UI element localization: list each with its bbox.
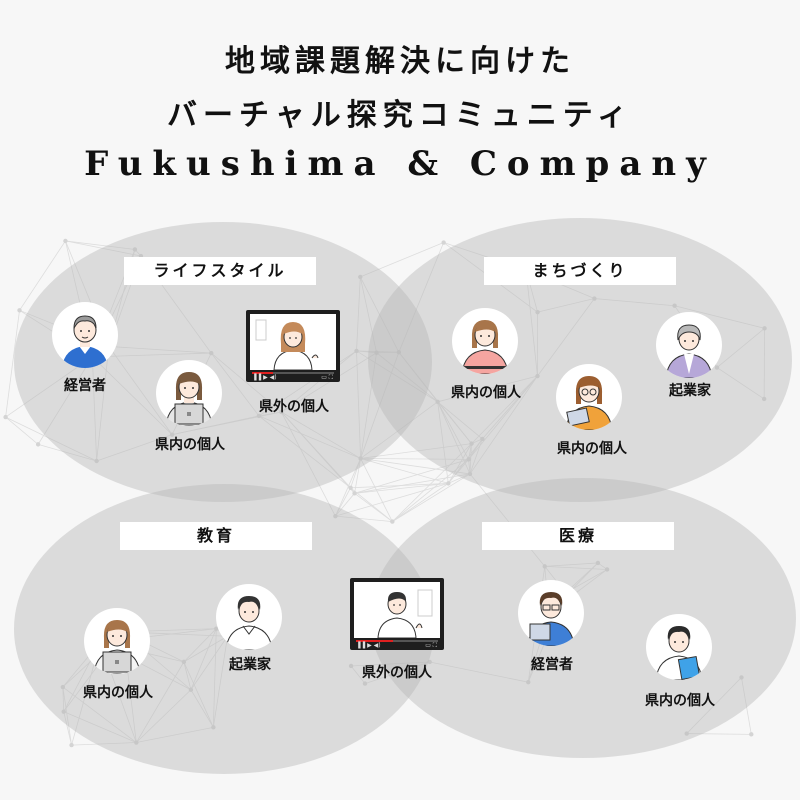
play-icon: ▐▐ ▶ ◀) [252, 374, 277, 381]
category-label-machizukuri: まちづくり [484, 257, 676, 285]
tablet-icon [566, 407, 590, 427]
category-label-education: 教育 [120, 522, 312, 550]
person-label: 経営者 [64, 378, 106, 394]
category-label-medical: 医療 [482, 522, 674, 550]
title-line-3: Fukushima & Company [84, 144, 716, 184]
person-label: 県外の個人 [259, 399, 329, 415]
person-avatar-icon [216, 584, 282, 650]
laptop-icon [102, 651, 132, 673]
person-label: 起業家 [669, 383, 711, 399]
person-avatar-icon [518, 580, 584, 646]
person-label: 県内の個人 [83, 685, 153, 701]
person-label: 起業家 [229, 657, 271, 673]
person-avatar-icon [156, 360, 222, 426]
person-label: 県内の個人 [155, 437, 225, 453]
fullscreen-icon: ▭ ⛶ [321, 374, 333, 381]
video-progress-fill [252, 372, 273, 374]
laptop-icon [174, 403, 204, 425]
category-label-lifestyle: ライフスタイル [124, 257, 316, 285]
title-line-2: バーチャル探究コミュニティ [167, 98, 633, 133]
person-label: 県内の個人 [451, 385, 521, 401]
title-line-1: 地域課題解決に向けた [225, 44, 575, 79]
video-player-icon: ▐▐ ▶ ◀) ▭ ⛶ [246, 310, 340, 382]
person-avatar-icon [556, 364, 622, 430]
fullscreen-icon: ▭ ⛶ [425, 642, 437, 649]
person-avatar-icon [656, 312, 722, 378]
play-icon: ▐▐ ▶ ◀) [356, 642, 381, 649]
video-progress-fill [356, 640, 393, 642]
person-avatar-icon [84, 608, 150, 674]
person-avatar-icon [52, 302, 118, 368]
person-label: 県外の個人 [362, 665, 432, 681]
tablet-icon [529, 623, 551, 641]
video-player-icon: ▐▐ ▶ ◀) ▭ ⛶ [350, 578, 444, 650]
person-label: 経営者 [531, 657, 573, 673]
person-avatar-icon [452, 308, 518, 374]
person-label: 県内の個人 [557, 441, 627, 457]
person-label: 県内の個人 [645, 693, 715, 709]
person-avatar-icon [646, 614, 712, 680]
